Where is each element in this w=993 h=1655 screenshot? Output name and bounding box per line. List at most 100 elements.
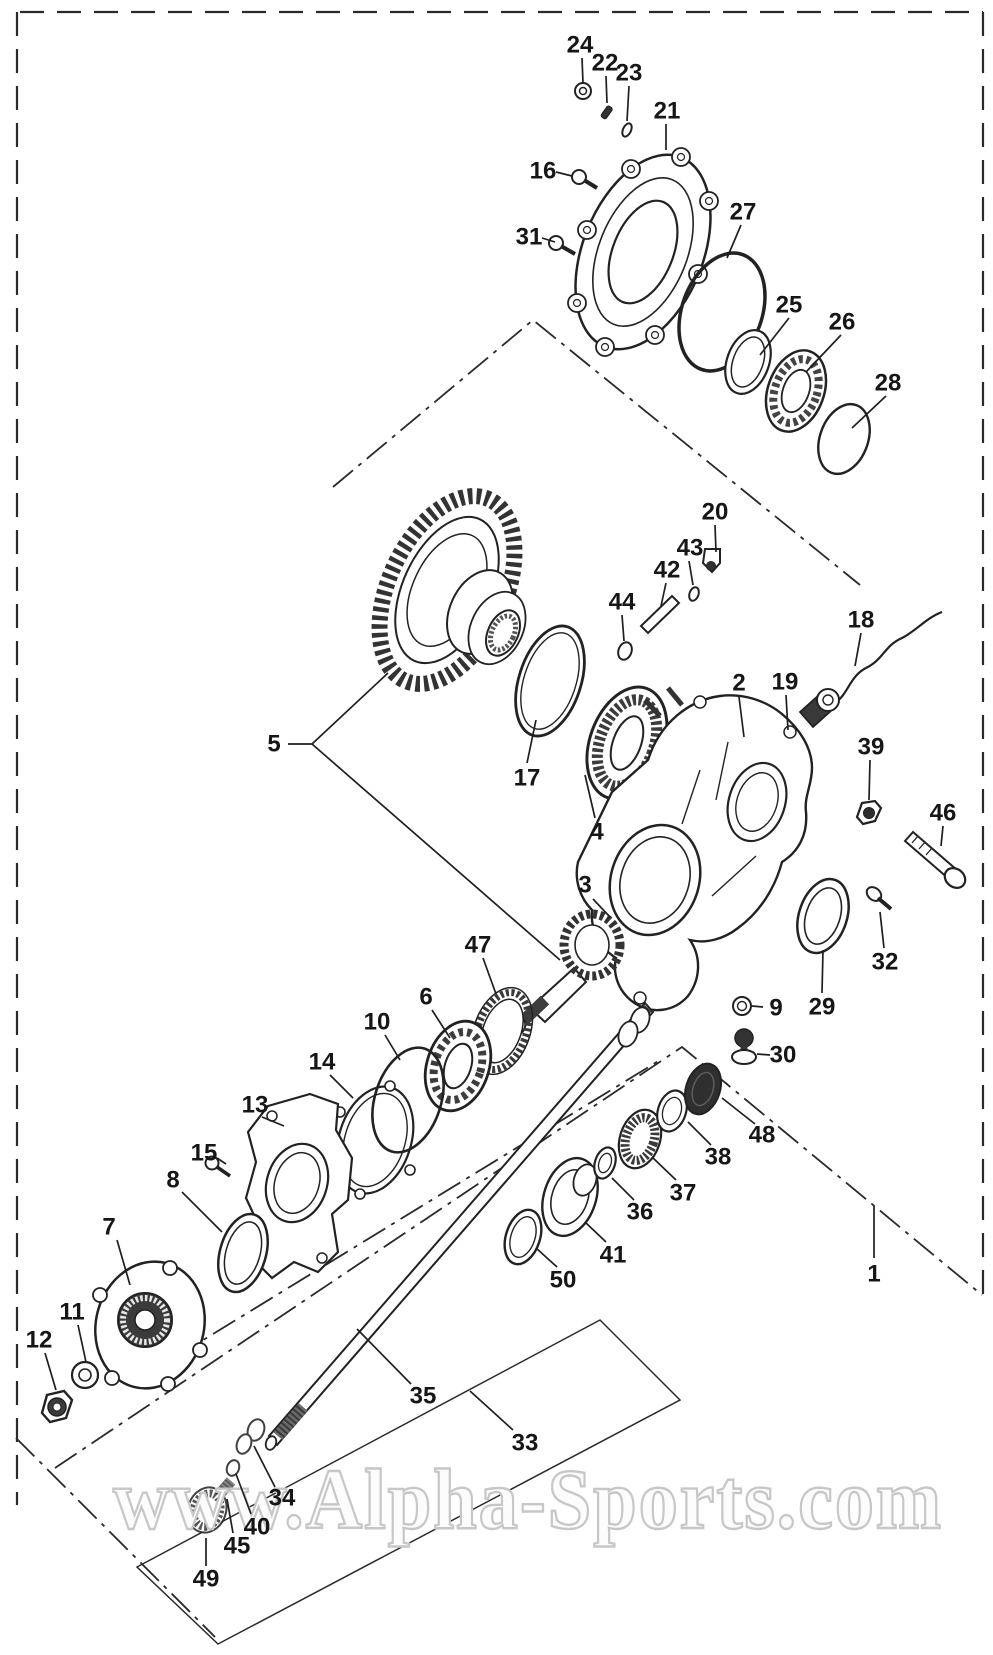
part-15-bolt — [204, 1155, 231, 1178]
leader-line-16 — [555, 171, 573, 177]
part-label-49: 49 — [193, 1566, 220, 1593]
part-label-8: 8 — [166, 1167, 179, 1194]
leader-line-6 — [431, 1009, 451, 1039]
part-10-oring — [371, 1046, 445, 1154]
part-26-bearing — [764, 349, 828, 433]
part-label-33: 33 — [512, 1430, 539, 1457]
centerline-upper-group — [332, 318, 861, 586]
part-label-31: 31 — [516, 224, 543, 251]
part-label-22: 22 — [592, 50, 619, 77]
part-label-25: 25 — [776, 292, 803, 319]
leader-line-42 — [660, 582, 667, 607]
leader-line-10 — [384, 1034, 401, 1061]
leader-line-23 — [626, 85, 630, 122]
leader-line-35 — [356, 1328, 412, 1385]
leader-line-37 — [651, 1156, 677, 1181]
part-label-46: 46 — [930, 800, 957, 827]
leader-line-25 — [759, 317, 790, 356]
part-24-washer — [574, 82, 592, 100]
leader-line-15 — [216, 1157, 227, 1165]
part-label-39: 39 — [858, 734, 885, 761]
leader-line-36 — [611, 1177, 635, 1201]
part-label-37: 37 — [670, 1180, 697, 1207]
part-label-7: 7 — [102, 1214, 115, 1241]
part-25-seal — [724, 329, 772, 395]
part-label-35: 35 — [410, 1383, 437, 1410]
part-label-20: 20 — [702, 499, 729, 526]
part-label-1: 1 — [867, 1261, 880, 1288]
leader-line-45 — [226, 1498, 234, 1534]
leader-line-3 — [592, 898, 611, 918]
box-part-33 — [135, 1319, 682, 1645]
leader-line-48 — [721, 1097, 756, 1125]
leader-line-8 — [181, 1191, 223, 1233]
leader-line-11 — [77, 1324, 87, 1363]
leader-line-19 — [785, 694, 789, 731]
part-label-3: 3 — [578, 872, 591, 899]
leader-line-7 — [116, 1239, 131, 1286]
part-label-4: 4 — [590, 819, 604, 846]
part-30-plug — [731, 1028, 757, 1065]
part-label-45: 45 — [224, 1533, 251, 1560]
boundary-lines — [15, 10, 985, 1645]
part-label-47: 47 — [465, 932, 492, 959]
part-41-gear — [541, 1156, 599, 1238]
leader-line-33 — [469, 1390, 514, 1431]
part-23-pin — [621, 122, 633, 138]
part-20-fitting — [701, 548, 721, 574]
parts-layer — [40, 82, 967, 1534]
leader-lines — [44, 57, 944, 1566]
part-5-ring-gear — [371, 488, 527, 692]
part-label-44: 44 — [609, 589, 636, 616]
part-label-34: 34 — [269, 1485, 296, 1512]
centerline-shaft — [137, 1059, 661, 1381]
leader-line-44 — [621, 614, 625, 642]
part-13-holder — [244, 1092, 354, 1280]
leader-line-22 — [605, 75, 608, 104]
part-31-bolt — [548, 235, 576, 256]
leader-line-5 — [311, 743, 561, 961]
part-46-bolt — [903, 830, 967, 889]
part-7-hub — [92, 1260, 208, 1392]
leader-line-31 — [541, 237, 556, 243]
part-48-cap — [683, 1062, 723, 1116]
part-label-32: 32 — [872, 949, 899, 976]
leader-line-2 — [738, 696, 745, 738]
part-label-19: 19 — [772, 669, 799, 696]
part-label-42: 42 — [654, 557, 681, 584]
part-42-pin — [639, 594, 681, 635]
part-label-43: 43 — [677, 535, 704, 562]
part-6-bearing — [423, 1019, 493, 1113]
part-35-drive-shaft — [264, 1001, 655, 1451]
leader-line-24 — [581, 57, 584, 84]
leader-line-46 — [940, 825, 944, 847]
part-number-labels: 1234567891011121314151617181920212223242… — [26, 32, 957, 1593]
part-34-rings — [235, 1418, 266, 1455]
part-50-snap-ring — [503, 1208, 543, 1266]
part-label-15: 15 — [191, 1140, 218, 1167]
part-label-6: 6 — [419, 984, 432, 1011]
part-label-36: 36 — [627, 1199, 654, 1226]
part-39-nut — [855, 799, 883, 826]
part-18-breather — [798, 610, 943, 729]
part-label-5: 5 — [267, 731, 280, 758]
centerline-lower-group — [54, 1045, 983, 1469]
part-label-48: 48 — [749, 1122, 776, 1149]
leader-line-9 — [751, 1005, 764, 1008]
part-label-17: 17 — [514, 765, 541, 792]
leader-line-32 — [879, 911, 885, 949]
part-label-38: 38 — [705, 1144, 732, 1171]
part-label-41: 41 — [600, 1242, 627, 1269]
part-label-14: 14 — [309, 1049, 336, 1076]
part-9-oring — [732, 996, 752, 1016]
leader-line-43 — [688, 560, 694, 586]
part-32-bolt — [865, 886, 893, 911]
leader-line-18 — [854, 632, 862, 667]
part-label-11: 11 — [59, 1299, 84, 1326]
leader-line-38 — [687, 1121, 712, 1146]
part-40-ring — [225, 1459, 241, 1477]
part-label-9: 9 — [769, 995, 782, 1022]
part-label-12: 12 — [26, 1327, 53, 1354]
part-label-50: 50 — [550, 1267, 577, 1294]
